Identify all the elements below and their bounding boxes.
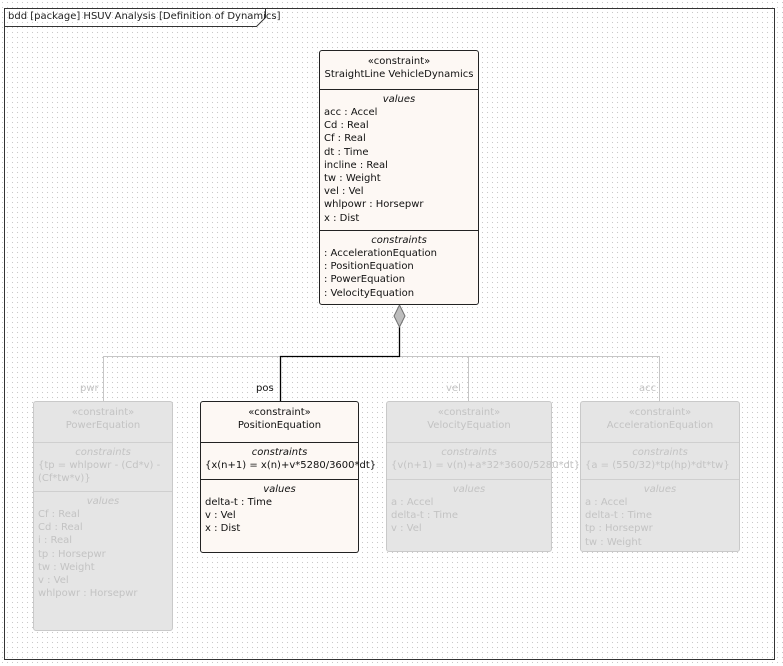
compartment-title: values — [263, 484, 296, 495]
value-row: tw : Weight — [38, 561, 95, 573]
compartment-title: values — [86, 496, 120, 507]
block-name: AccelerationEquation — [606, 420, 714, 431]
block-header: «constraint» PowerEquation — [34, 402, 172, 442]
block-header: «constraint» PositionEquation — [201, 402, 358, 442]
block-name: VelocityEquation — [427, 420, 511, 431]
value-row: a : Accel — [585, 497, 628, 508]
value-row: delta-t : Time — [585, 510, 653, 522]
block-header: «constraint» VelocityEquation — [387, 402, 551, 442]
constraint-row: : VelocityEquation — [324, 287, 415, 299]
compartment-title: constraints — [75, 447, 131, 458]
constraints-compartment: constraints {x(n+1) = x(n)+v*5280/3600*d… — [201, 442, 377, 479]
value-row: Cf : Real — [38, 509, 80, 520]
values-compartment: values delta-t : Time v : Vel x : Dist — [201, 479, 358, 536]
stereotype: «constraint» — [628, 407, 692, 418]
value-row: vel : Vel — [324, 186, 364, 198]
value-row: tw : Weight — [585, 536, 642, 548]
constraint-expression: {tp = whlpowr - (Cd*v) - (Cf*tw*v)} — [38, 460, 161, 485]
block-name: PositionEquation — [237, 420, 322, 431]
value-row: acc : Accel — [324, 107, 378, 118]
value-row: x : Dist — [205, 523, 241, 535]
constraint-row: : PowerEquation — [324, 274, 406, 286]
value-row: tw : Weight — [324, 173, 381, 185]
stereotype: «constraint» — [248, 407, 311, 418]
diagram-frame — [4, 8, 775, 660]
block-position-equation[interactable]: «constraint» PositionEquation constraint… — [200, 401, 377, 553]
block-name: PowerEquation — [65, 420, 141, 431]
stereotype: «constraint» — [71, 407, 135, 418]
value-row: Cd : Real — [324, 120, 369, 132]
composition-diamond — [393, 303, 406, 329]
value-row: x : Dist — [324, 212, 360, 224]
compartment-title: constraints — [441, 447, 497, 458]
value-row: incline : Real — [324, 159, 388, 171]
compartment-title: values — [382, 94, 416, 105]
compartment-title: values — [452, 484, 486, 495]
constraint-row: : PositionEquation — [324, 261, 414, 273]
compartment-title: constraints — [371, 235, 427, 246]
value-row: v : Vel — [205, 510, 236, 522]
block-acceleration-equation[interactable]: «constraint» AccelerationEquation constr… — [580, 401, 740, 552]
value-row: whlpowr : Horsepwr — [38, 588, 138, 600]
value-row: delta-t : Time — [205, 497, 273, 508]
role-label-pwr: pwr — [80, 383, 99, 394]
value-row: i : Real — [38, 535, 73, 547]
constraints-compartment: constraints {tp = whlpowr - (Cd*v) - (Cf… — [34, 442, 172, 491]
compartment-title: constraints — [251, 447, 308, 458]
connector-pos — [279, 327, 401, 401]
value-row: v : Vel — [391, 523, 422, 535]
value-row: Cf : Real — [324, 133, 366, 145]
values-compartment: values a : Accel delta-t : Time tp : Hor… — [581, 479, 739, 549]
value-row: tp : Horsepwr — [38, 548, 106, 560]
value-row: Cd : Real — [38, 522, 83, 534]
constraint-expression: {x(n+1) = x(n)+v*5280/3600*dt} — [205, 460, 377, 471]
frame-header-tab — [4, 8, 266, 27]
constraints-compartment: constraints : AccelerationEquation : Pos… — [320, 230, 478, 300]
block-power-equation[interactable]: «constraint» PowerEquation constraints {… — [33, 401, 173, 631]
block-header: «constraint» AccelerationEquation — [581, 402, 739, 442]
value-row: delta-t : Time — [391, 510, 459, 522]
role-label-vel: vel — [446, 383, 461, 394]
value-row: tp : Horsepwr — [585, 523, 653, 535]
values-compartment: values a : Accel delta-t : Time v : Vel — [387, 479, 551, 536]
role-label-acc: acc — [639, 383, 657, 394]
constraint-expression: {a = (550/32)*tp(hp)*dt*tw} — [585, 460, 730, 471]
constraint-row: : AccelerationEquation — [324, 248, 437, 259]
constraints-compartment: constraints {a = (550/32)*tp(hp)*dt*tw} — [581, 442, 739, 479]
value-row: whlpowr : Horsepwr — [324, 199, 424, 211]
block-header: «constraint» StraightLine VehicleDynamic… — [320, 51, 478, 89]
values-compartment: values acc : Accel Cd : Real Cf : Real d… — [320, 89, 478, 230]
compartment-title: values — [643, 484, 677, 495]
values-compartment: values Cf : Real Cd : Real i : Real tp :… — [34, 491, 172, 600]
constraint-expression: {v(n+1) = v(n)+a*32*3600/5280*dt} — [391, 460, 581, 471]
frame-label: bdd [package] HSUV Analysis [Definition … — [8, 11, 281, 22]
frame-tab-outline — [4, 8, 266, 27]
value-row: v : Vel — [38, 575, 69, 587]
block-velocity-equation[interactable]: «constraint» VelocityEquation constraint… — [386, 401, 581, 552]
compartment-title: constraints — [632, 447, 688, 458]
block-name: StraightLine VehicleDynamics — [324, 69, 474, 80]
constraints-compartment: constraints {v(n+1) = v(n)+a*32*3600/528… — [387, 442, 581, 479]
role-label-pos: pos — [256, 383, 274, 394]
stereotype: «constraint» — [437, 407, 501, 418]
block-straightline-vehicle-dynamics[interactable]: «constraint» StraightLine VehicleDynamic… — [319, 50, 479, 305]
stereotype: «constraint» — [367, 56, 431, 67]
value-row: a : Accel — [391, 497, 434, 508]
value-row: dt : Time — [324, 146, 369, 158]
